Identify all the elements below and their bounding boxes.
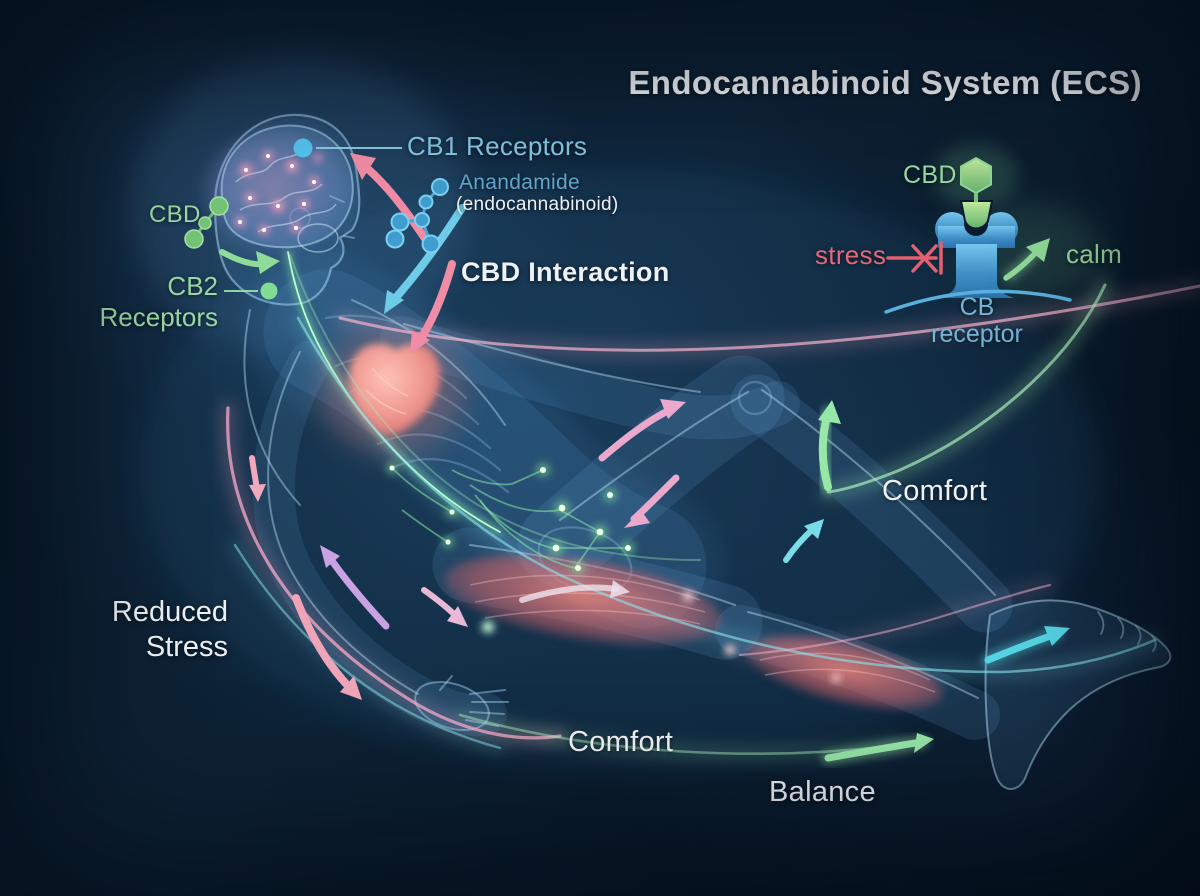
arrow-shoulder-small-icon bbox=[249, 455, 266, 502]
cb-receptor-inset bbox=[884, 144, 1072, 314]
anandamide-label: Anandamide bbox=[459, 171, 580, 194]
arrow-to-foot-icon bbox=[981, 626, 1070, 667]
anandamide-molecule-icon bbox=[385, 178, 449, 254]
brain-icon bbox=[206, 124, 354, 254]
cbd-molecule-icon bbox=[184, 196, 229, 249]
arrow-green-up-icon bbox=[814, 400, 841, 495]
arrow-balance-icon bbox=[821, 733, 934, 765]
calf-muscle-icon bbox=[747, 636, 943, 710]
comfort-upper-label: Comfort bbox=[882, 475, 988, 507]
energy-streams-front bbox=[226, 254, 1200, 755]
cbd-hexagon-icon bbox=[959, 156, 994, 230]
cb2-receptors-label: CB2 Receptors bbox=[58, 271, 219, 333]
cbd-label: CBD bbox=[149, 201, 201, 228]
inset-cbd-label: CBD bbox=[903, 161, 957, 189]
receptor-line2: receptor bbox=[931, 320, 1023, 348]
arrow-muscle-flow-icon bbox=[519, 580, 630, 603]
cb1-marker-dot bbox=[293, 138, 402, 158]
arrow-pink-small-down-icon bbox=[421, 587, 468, 627]
hand bbox=[414, 675, 509, 731]
muscle-glow-dots bbox=[482, 591, 840, 682]
arrow-thigh-up-icon bbox=[598, 399, 686, 462]
inset-calm-label: calm bbox=[1066, 239, 1123, 269]
membrane-curve bbox=[884, 289, 1072, 314]
inset-stress-label: stress bbox=[815, 240, 887, 270]
arrow-cbd-to-neck-icon bbox=[219, 249, 280, 274]
flow-arrows bbox=[219, 153, 1070, 765]
cb2-marker-dot bbox=[224, 282, 278, 300]
endocannabinoid-sublabel: (endocannabinoid) bbox=[456, 194, 619, 215]
arrow-thigh-down-icon bbox=[624, 474, 680, 528]
heart-icon bbox=[320, 330, 464, 454]
calm-arrow-icon bbox=[1002, 238, 1050, 283]
cbd-interaction-label: CBD Interaction bbox=[461, 257, 670, 287]
arrow-pink-to-heart-icon bbox=[410, 260, 456, 354]
stress-block-icon bbox=[886, 241, 943, 275]
receptor-line1: CB bbox=[959, 293, 995, 321]
reduced-line2: Stress bbox=[145, 631, 228, 663]
brain-activity-nodes bbox=[235, 151, 322, 235]
arrow-anandamide-to-brain-icon bbox=[350, 153, 434, 250]
reduced-line1: Reduced bbox=[111, 596, 228, 628]
cb1-receptors-label: CB1 Receptors bbox=[407, 131, 588, 161]
arrow-purple-up-icon bbox=[320, 545, 390, 630]
cb2-line2: Receptors bbox=[99, 302, 219, 332]
cb2-line1: CB2 bbox=[167, 271, 218, 301]
nerve-network-icon bbox=[386, 462, 635, 575]
page-title: Endocannabinoid System (ECS) bbox=[628, 64, 1142, 101]
inset-cb-receptor-label: CB receptor bbox=[897, 294, 1057, 348]
balance-label: Balance bbox=[769, 776, 876, 808]
arrow-forearm-down-icon bbox=[292, 594, 362, 700]
comfort-lower-label: Comfort bbox=[568, 726, 674, 758]
arrow-cyan-small-icon bbox=[783, 519, 824, 563]
reduced-stress-label: Reduced Stress bbox=[70, 595, 228, 665]
arrow-cyan-to-chest-icon bbox=[384, 204, 466, 314]
